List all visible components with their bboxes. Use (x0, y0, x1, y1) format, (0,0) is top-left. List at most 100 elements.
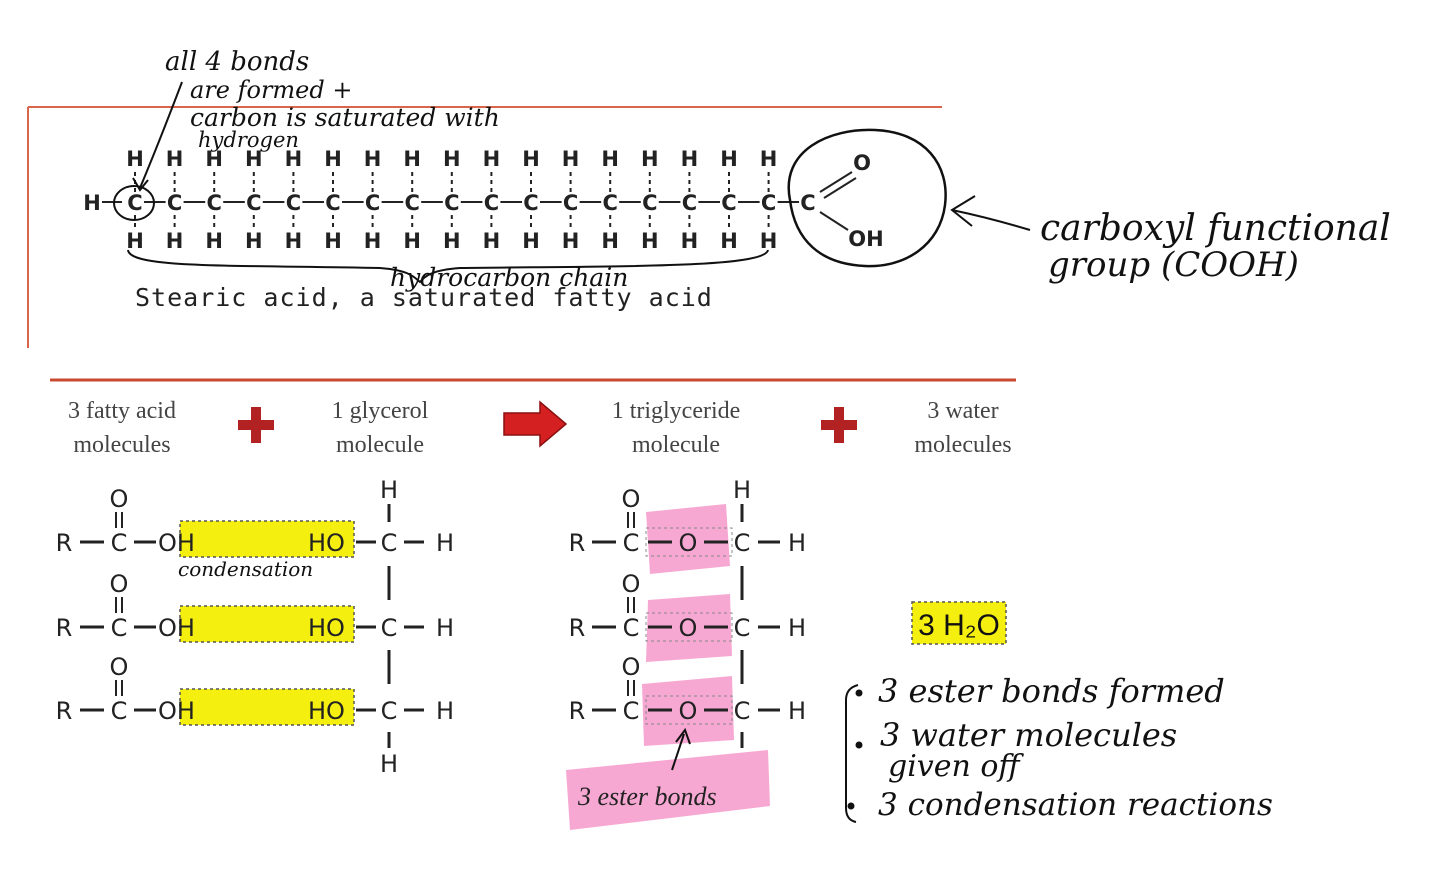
atom-H: H (562, 147, 580, 171)
atom-R: R (569, 529, 586, 557)
atom-H: H (380, 476, 398, 504)
ester-pointer-arrowhead (675, 727, 691, 745)
atom-H: H (285, 147, 303, 171)
ester-bonds-highlight (566, 750, 770, 830)
condensation-highlight (179, 688, 355, 726)
atom-H: H (601, 229, 619, 253)
atom-C: C (682, 191, 697, 215)
pointer-arrowhead (132, 177, 149, 192)
atom-O: O (622, 653, 641, 681)
atom-H: H (681, 229, 699, 253)
atom-H: H (126, 229, 144, 253)
atom-C: C (111, 529, 128, 557)
atom-H: H (285, 229, 303, 253)
note-carboxyl-line1: carboxyl functional (1040, 208, 1391, 249)
atom-C: C (365, 191, 380, 215)
carboxyl-arrowhead (950, 195, 976, 227)
atom-C: C (111, 614, 128, 642)
atom-C: C (484, 191, 499, 215)
atom-C: C (734, 614, 751, 642)
atom-R: R (569, 697, 586, 725)
condensation-highlight (179, 605, 355, 643)
water-product: 3 H₂O (918, 609, 1000, 642)
atom-H: H (324, 147, 342, 171)
atom-H: H (403, 229, 421, 253)
ester-highlight (642, 676, 734, 746)
atom-OH: OH (158, 697, 195, 725)
glycerol-label-line2: molecule (336, 432, 424, 458)
atom-HO: HO (308, 697, 345, 725)
atom-O: O (622, 570, 641, 598)
atom-O: O (110, 570, 129, 598)
atom-H: H (436, 697, 454, 725)
atom-C: C (325, 191, 340, 215)
atom-H: H (126, 147, 144, 171)
fatty-acid-label-line1: 3 fatty acid (68, 398, 176, 424)
atom-O: O (679, 697, 698, 725)
atom-O: O (110, 653, 129, 681)
atom-C: C (800, 191, 815, 215)
atom-H: H (403, 147, 421, 171)
ester-bond-box (645, 695, 733, 725)
note-condensation: condensation (178, 557, 313, 581)
atom-H: H (245, 147, 263, 171)
atom-H: H (83, 191, 101, 215)
atom-O: O (679, 529, 698, 557)
atom-C: C (623, 614, 640, 642)
atom-H: H (483, 147, 501, 171)
atom-H: H (364, 147, 382, 171)
atom-OH: OH (158, 529, 195, 557)
atom-OH: OH (158, 614, 195, 642)
atom-H: H (364, 229, 382, 253)
atom-C: C (623, 529, 640, 557)
atom-C: C (761, 191, 776, 215)
summary-bullet (855, 689, 863, 697)
atom-O: O (679, 614, 698, 642)
atom-C: C (381, 529, 398, 557)
atom-H: H (733, 476, 751, 504)
atom-H: H (760, 229, 778, 253)
ester-bonds-label: 3 ester bonds (577, 782, 717, 811)
atom-C: C (642, 191, 657, 215)
glycerol-label-line1: 1 glycerol (332, 398, 429, 424)
atom-H: H (205, 229, 223, 253)
carboxyl-arrow (951, 209, 1031, 231)
atom-C: C (381, 614, 398, 642)
triglyceride-label-line1: 1 triglyceride (612, 398, 741, 424)
atom-H: H (436, 614, 454, 642)
atom-H: H (245, 229, 263, 253)
saturated-carbon-circle (113, 185, 155, 221)
summary-item-water-line2: given off (888, 749, 1024, 784)
water-label-line2: molecules (914, 432, 1011, 458)
atom-HO: HO (308, 614, 345, 642)
atom-C: C (444, 191, 459, 215)
atom-H: H (641, 229, 659, 253)
atom-C: C (127, 191, 142, 215)
ester-bond-box (645, 612, 733, 642)
summary-bullet (847, 802, 855, 810)
atom-O: O (622, 485, 641, 513)
atom-C: C (734, 529, 751, 557)
water-product-box (911, 601, 1007, 645)
hydrocarbon-chain-brace (127, 249, 769, 284)
double-bond (819, 171, 853, 193)
note-carboxyl-line2: group (COOH) (1048, 245, 1299, 285)
stearic-acid-caption: Stearic acid, a saturated fatty acid (135, 283, 713, 312)
atom-R: R (56, 614, 73, 642)
atom-H: H (483, 229, 501, 253)
note-bonds-line1: all 4 bonds (165, 47, 309, 77)
water-label-line1: 3 water (927, 398, 998, 424)
atom-OH: OH (848, 227, 883, 251)
atom-H: H (788, 529, 806, 557)
summary-bracket (845, 684, 859, 823)
ester-bonds-pointer (671, 733, 685, 771)
ester-highlight (646, 594, 732, 662)
double-bond (823, 177, 857, 199)
ester-highlight (646, 504, 730, 574)
atom-O: O (110, 485, 129, 513)
plus-icon (821, 407, 857, 443)
summary-item-ester-bonds: 3 ester bonds formed (878, 672, 1225, 710)
